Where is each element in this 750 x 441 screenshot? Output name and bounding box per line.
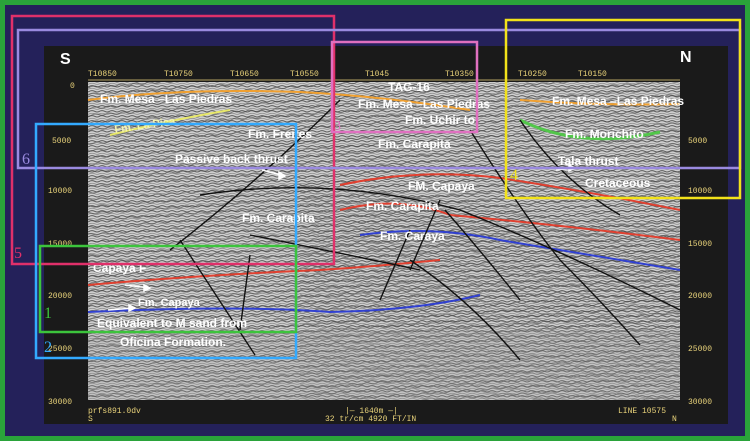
left-tick: 15000 [48,240,72,249]
footer-file: prfs891.0dv [88,407,141,416]
box-2 [34,122,298,360]
left-tick: 25000 [48,345,72,354]
fault [469,129,641,346]
fault [409,199,441,271]
box-number-5: 5 [14,245,22,262]
label-mesa-right: Fm. Mesa –Las Piedras [552,94,684,108]
label-mesa-center: Fm. Mesa –Las Piedras [358,97,490,111]
box-number-3: 3 [334,119,341,134]
right-tick: 20000 [688,292,712,301]
fault [519,119,621,216]
fault [249,234,421,271]
compass-north: N [680,49,692,66]
left-tick: 0 [70,82,75,91]
top-tick: T1045 [365,70,389,79]
fault [409,259,521,361]
left-tick: 10000 [48,187,72,196]
label-carapita-left: Fm. Carapita [242,211,315,225]
horizon-mesa [87,90,471,111]
right-tick: 5000 [688,137,707,146]
right-depth-ticks: 5000 10000 15000 20000 25000 30000 [688,137,712,407]
label-carapita-upper: Fm. Carapita [378,137,451,151]
label-capaya-center: FM. Capaya [408,179,475,193]
label-caraya: Fm. Caraya [380,229,445,243]
label-tala-thrust: Tala thrust [558,154,618,168]
box-number-1: 1 [44,305,52,322]
label-tag16: TAG-16 [388,80,430,94]
right-tick: 15000 [688,240,712,249]
horizon-la-pica [109,109,231,136]
fault [239,254,251,331]
fault [379,229,411,301]
horizon-morichito [519,118,661,141]
fault [179,239,256,356]
right-tick: 30000 [688,398,712,407]
fault [444,209,521,301]
top-tick: T10250 [518,70,547,79]
label-equivalent: Equivalent to M sand from [97,316,247,330]
box-1 [38,244,298,334]
horizon-mesa-right [519,99,681,106]
box-number-2: 2 [44,339,52,356]
horizon-capaya-lower [87,294,481,314]
box-number-6: 6 [22,151,30,168]
left-tick: 5000 [52,137,71,146]
top-tick: T10850 [88,70,117,79]
seismic-image [88,82,680,400]
horizon-red-middle [339,202,681,241]
region-boxes [10,14,742,360]
top-tick: T10150 [578,70,607,79]
compass-south: S [60,51,71,68]
top-tick-labels: T10850 T10750 T10650 T10550 T1045 T10350… [88,70,607,79]
right-tick: 25000 [688,345,712,354]
fault [169,99,341,251]
top-tick: T10550 [290,70,319,79]
faults [169,99,681,361]
footer-scale: |— 1640m —| [345,407,398,416]
top-tick: T10650 [230,70,259,79]
label-mesa-left: Fm. Mesa –Las Piedras [100,92,232,106]
horizon-blue-upper [359,230,681,271]
top-tick: T10350 [445,70,474,79]
footer-s: S [88,415,93,424]
footer-scale-ratio: 32 tr/cm 4920 FT/IN [325,415,416,424]
left-tick: 20000 [48,292,72,301]
top-tick: T10750 [164,70,193,79]
label-capaya-lower: Fm. Capaya [138,297,201,309]
right-tick: 10000 [688,187,712,196]
fault [199,187,681,311]
label-freites: Fm. Freites [248,127,312,141]
label-passive-back-thrust: Passive back thrust [175,152,288,166]
label-uchirito: Fm. Uchir to [405,113,475,127]
label-cretaceous: Cretaceous [585,176,651,190]
label-carapita-center: Fm. Carapita [366,199,439,213]
box-5 [10,14,336,266]
label-morichito: Fm. Morichito [565,127,644,141]
footer-line: LINE 10575 [618,407,666,416]
box-number-4: 4 [510,167,518,184]
left-tick: 30000 [48,398,72,407]
label-oficina: Oficina Formation. [120,335,226,349]
box-4 [504,18,742,200]
left-depth-ticks: 0 5000 10000 15000 20000 25000 30000 [48,82,75,407]
footer-n: N [672,415,677,424]
box-3 [330,40,479,134]
